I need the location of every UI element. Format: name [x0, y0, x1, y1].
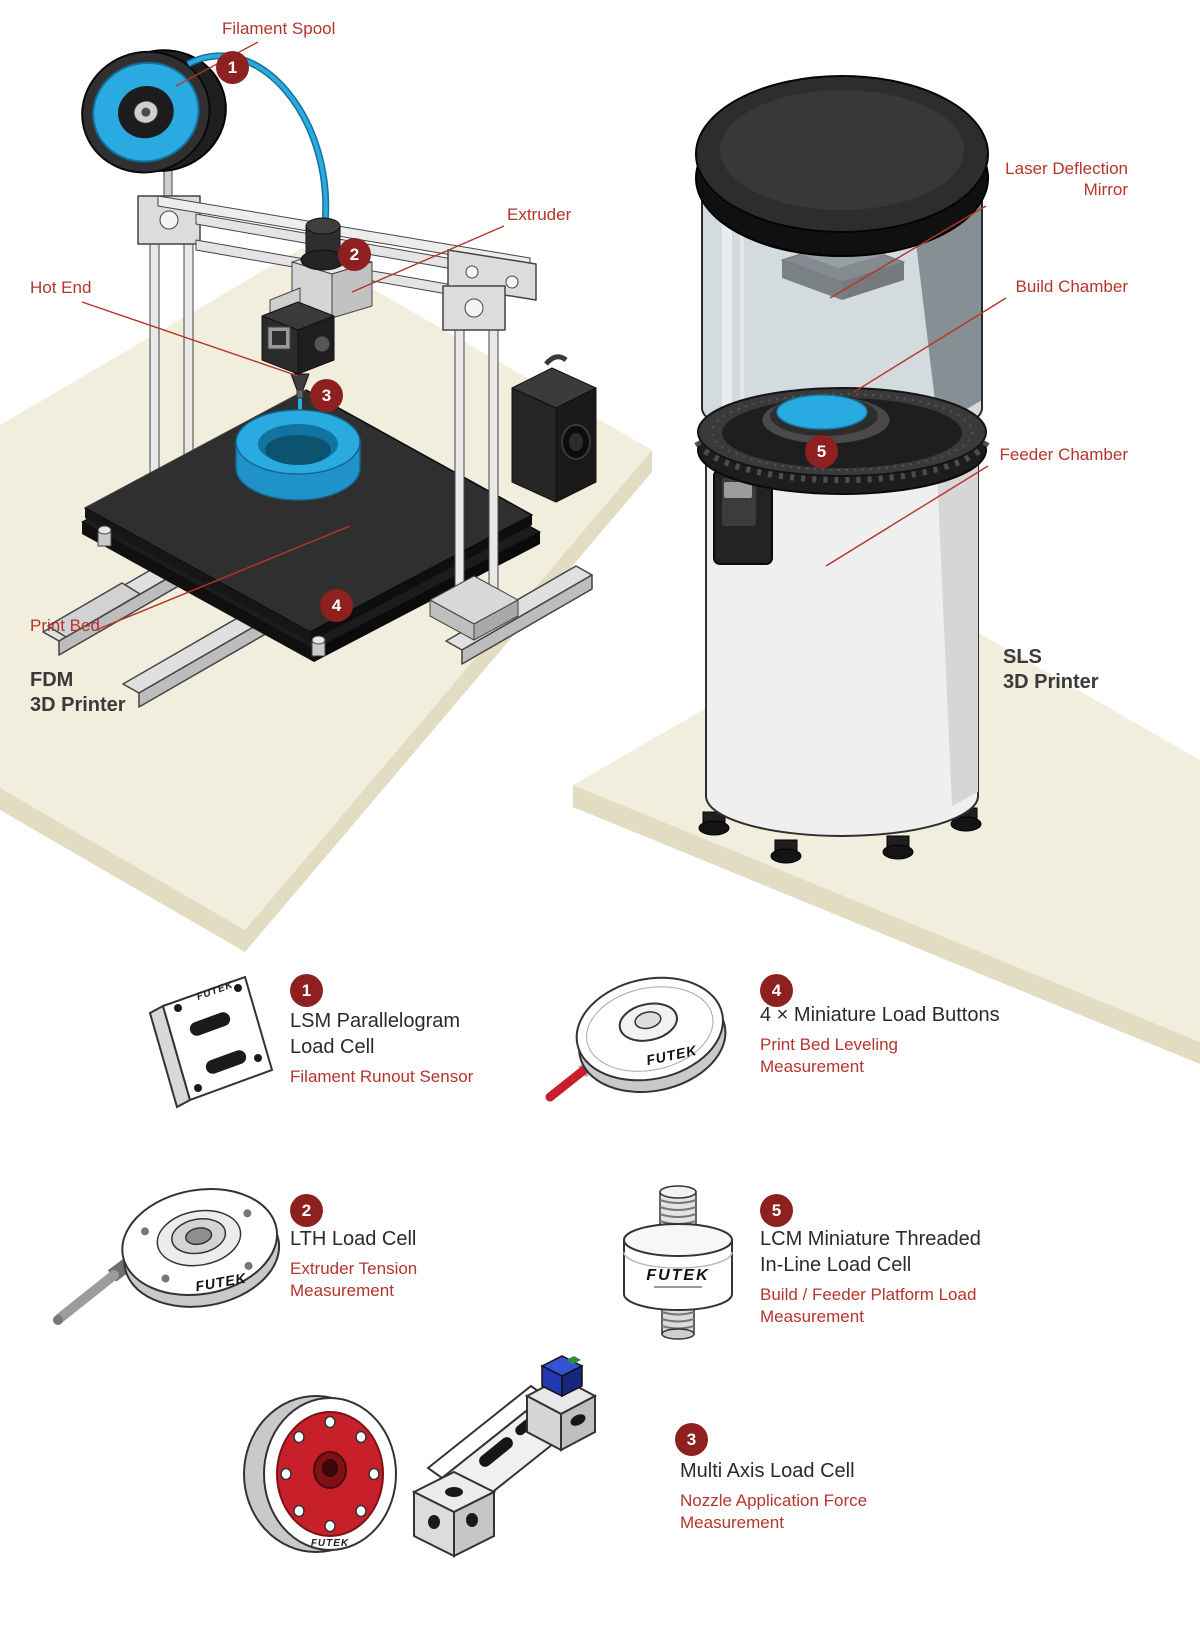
legend-item-desc: Filament Runout Sensor	[290, 1067, 474, 1086]
fdm-electronics-box	[511, 354, 597, 503]
legend-badge-5: 5	[760, 1194, 793, 1227]
label-line: Mirror	[1083, 180, 1128, 199]
legend-item-name: 4 × Miniature Load Buttons	[760, 1004, 1000, 1026]
multi-axis-flange-illustration: FUTEK	[243, 1395, 397, 1553]
fdm-right-tower	[429, 285, 519, 641]
legend-item-lcm: LCM Miniature Threaded In-Line Load Cell…	[760, 1226, 981, 1328]
legend-item-desc: Build / Feeder Platform Load	[760, 1285, 977, 1304]
lcm-load-cell-illustration: FUTEK	[623, 1185, 733, 1340]
callout-badge-filament-spool: 1	[216, 51, 249, 84]
fdm-filament-spool	[81, 49, 227, 174]
label-hot-end: Hot End	[30, 278, 92, 297]
legend-item-desc: Measurement	[760, 1307, 864, 1326]
brand-mark: FUTEK	[646, 1267, 709, 1284]
fdm-printed-part	[235, 409, 361, 501]
legend-item-desc: Extruder Tension	[290, 1259, 418, 1278]
callout-badge-extruder: 2	[338, 238, 371, 271]
callout-badge-feeder-chamber: 5	[805, 435, 838, 468]
legend-item-desc: Measurement	[760, 1057, 864, 1076]
label-build-chamber: Build Chamber	[1015, 277, 1128, 296]
brand-mark: FUTEK	[311, 1538, 349, 1549]
lth-load-cell-illustration: FUTEK	[53, 1188, 281, 1325]
legend-item-load-buttons: 4 × Miniature Load Buttons Print Bed Lev…	[760, 1002, 1000, 1078]
label-laser-deflection-mirror: Laser Deflection Mirror	[1005, 158, 1128, 200]
sls-title: SLS 3D Printer	[1003, 645, 1099, 695]
callout-badge-print-bed: 4	[320, 589, 353, 622]
legend-item-name: LCM Miniature Threaded	[760, 1228, 981, 1250]
sls-build-platform	[761, 394, 891, 445]
fdm-hot-end	[261, 287, 335, 399]
fdm-title-line1: FDM	[30, 669, 74, 691]
label-filament-spool: Filament Spool	[222, 19, 336, 38]
fdm-filament-tube	[186, 52, 330, 225]
multi-axis-load-cell-illustration	[411, 1355, 598, 1558]
legend-item-name: Load Cell	[290, 1036, 375, 1058]
fdm-print-bed	[81, 389, 541, 662]
fdm-printer	[42, 49, 597, 708]
legend-item-lth: LTH Load Cell Extruder Tension Measureme…	[290, 1226, 417, 1302]
callout-lines	[81, 41, 1007, 631]
label-extruder: Extruder	[507, 205, 572, 224]
legend-badge-3: 3	[675, 1423, 708, 1456]
legend-item-name: LTH Load Cell	[290, 1228, 417, 1250]
legend-badge-1: 1	[290, 974, 323, 1007]
label-line: Laser Deflection	[1005, 159, 1128, 178]
legend-item-desc: Nozzle Application Force	[680, 1491, 868, 1510]
legend-item-name: LSM Parallelogram	[290, 1010, 461, 1032]
legend-item-desc: Measurement	[680, 1513, 784, 1532]
sls-printer	[694, 75, 990, 864]
legend-item-name: Multi Axis Load Cell	[680, 1460, 855, 1482]
legend-item-multi-axis: Multi Axis Load Cell Nozzle Application …	[680, 1458, 867, 1534]
sls-door-panel	[713, 469, 773, 565]
sls-feeder-chamber-body	[705, 447, 979, 837]
connector-block	[540, 1355, 584, 1398]
legend-item-desc: Measurement	[290, 1281, 394, 1300]
sls-collar-ring	[694, 387, 990, 495]
legend-item-name: In-Line Load Cell	[760, 1254, 912, 1276]
legend-badge-2: 2	[290, 1194, 323, 1227]
callout-badge-hot-end: 3	[310, 379, 343, 412]
legend-item-desc: Print Bed Leveling	[760, 1035, 898, 1054]
lsm-load-cell-illustration: FUTEK	[148, 975, 274, 1109]
label-print-bed: Print Bed	[30, 616, 100, 635]
fdm-title: FDM 3D Printer	[30, 668, 126, 718]
legend-item-lsm: LSM Parallelogram Load Cell Filament Run…	[290, 1008, 473, 1088]
legend-badge-4: 4	[760, 974, 793, 1007]
sls-top-cap	[695, 75, 989, 257]
miniature-load-button-illustration: FUTEK	[545, 976, 727, 1102]
sls-title-line1: SLS	[1003, 646, 1042, 668]
sls-feet	[698, 807, 982, 864]
sls-title-line2: 3D Printer	[1003, 671, 1099, 693]
fdm-title-line2: 3D Printer	[30, 694, 126, 716]
label-feeder-chamber: Feeder Chamber	[999, 445, 1128, 464]
